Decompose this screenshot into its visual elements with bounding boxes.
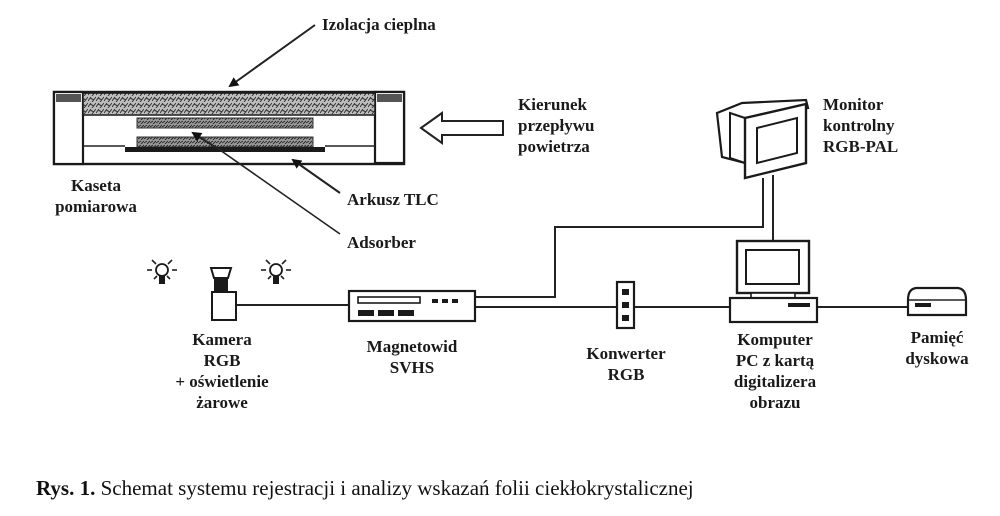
video-camera-icon bbox=[209, 267, 237, 321]
vcr-label-line1: Magnetowid bbox=[367, 337, 458, 356]
disk-storage-label-line1: Pamięć bbox=[911, 328, 964, 347]
crt-monitor-icon bbox=[715, 98, 810, 180]
monitor-vcr-cable bbox=[475, 178, 764, 298]
converter-icon bbox=[615, 280, 636, 330]
adsorber-strip bbox=[125, 147, 325, 152]
light-bulb-icon bbox=[261, 259, 291, 284]
camera-label-line2: RGB bbox=[204, 351, 241, 370]
tlc-sheet-pointer-arrow bbox=[291, 158, 341, 194]
figure-caption-prefix: Rys. 1. bbox=[36, 476, 95, 500]
insulation-pointer-arrow bbox=[228, 24, 316, 88]
adsorber-label: Adsorber bbox=[347, 233, 416, 252]
upper-strip bbox=[136, 117, 314, 129]
control-monitor-label-line1: Monitor bbox=[823, 95, 884, 114]
vcr-label-line2: SVHS bbox=[390, 358, 434, 377]
control-monitor-label-line3: RGB-PAL bbox=[823, 137, 898, 156]
airflow-label-line3: powietrza bbox=[518, 137, 590, 156]
airflow-label-line2: przepływu bbox=[518, 116, 595, 135]
converter-label-line1: Konwerter bbox=[586, 344, 666, 363]
measurement-cassette bbox=[52, 90, 406, 166]
measurement-cassette-label-line2: pomiarowa bbox=[55, 197, 137, 216]
measurement-cassette-label-line1: Kaseta bbox=[71, 176, 122, 195]
hollow-arrow-left-icon bbox=[419, 111, 504, 145]
camera-label-line1: Kamera bbox=[192, 330, 252, 349]
camera-label-line3: + oświetlenie bbox=[175, 372, 269, 391]
converter-label-line2: RGB bbox=[608, 365, 645, 384]
thermal-insulation-layer bbox=[82, 92, 376, 116]
computer-label-line1: Komputer bbox=[737, 330, 813, 349]
computer-label-line2: PC z kartą bbox=[736, 351, 815, 370]
camera-label-line4: żarowe bbox=[196, 393, 248, 412]
tlc-sheet-label: Arkusz TLC bbox=[347, 190, 439, 209]
adsorber-pointer-arrow bbox=[191, 131, 221, 151]
thermal-insulation-label: Izolacja cieplna bbox=[322, 15, 436, 34]
disk-drive-icon bbox=[906, 286, 968, 317]
adsorber-pointer-line bbox=[219, 149, 341, 235]
figure-caption: Rys. 1. Schemat systemu rejestracji i an… bbox=[36, 476, 694, 500]
desktop-computer-icon bbox=[728, 239, 819, 324]
tlc-sheet-strip bbox=[136, 136, 314, 148]
airflow-label-line1: Kierunek bbox=[518, 95, 587, 114]
computer-label-line3: digitalizera bbox=[734, 372, 817, 391]
figure-caption-text: Schemat systemu rejestracji i analizy ws… bbox=[95, 476, 693, 500]
computer-label-line4: obrazu bbox=[750, 393, 801, 412]
light-bulb-icon bbox=[147, 259, 177, 284]
disk-storage-label-line2: dyskowa bbox=[905, 349, 969, 368]
control-monitor-label-line2: kontrolny bbox=[823, 116, 895, 135]
vcr-icon bbox=[347, 289, 477, 323]
